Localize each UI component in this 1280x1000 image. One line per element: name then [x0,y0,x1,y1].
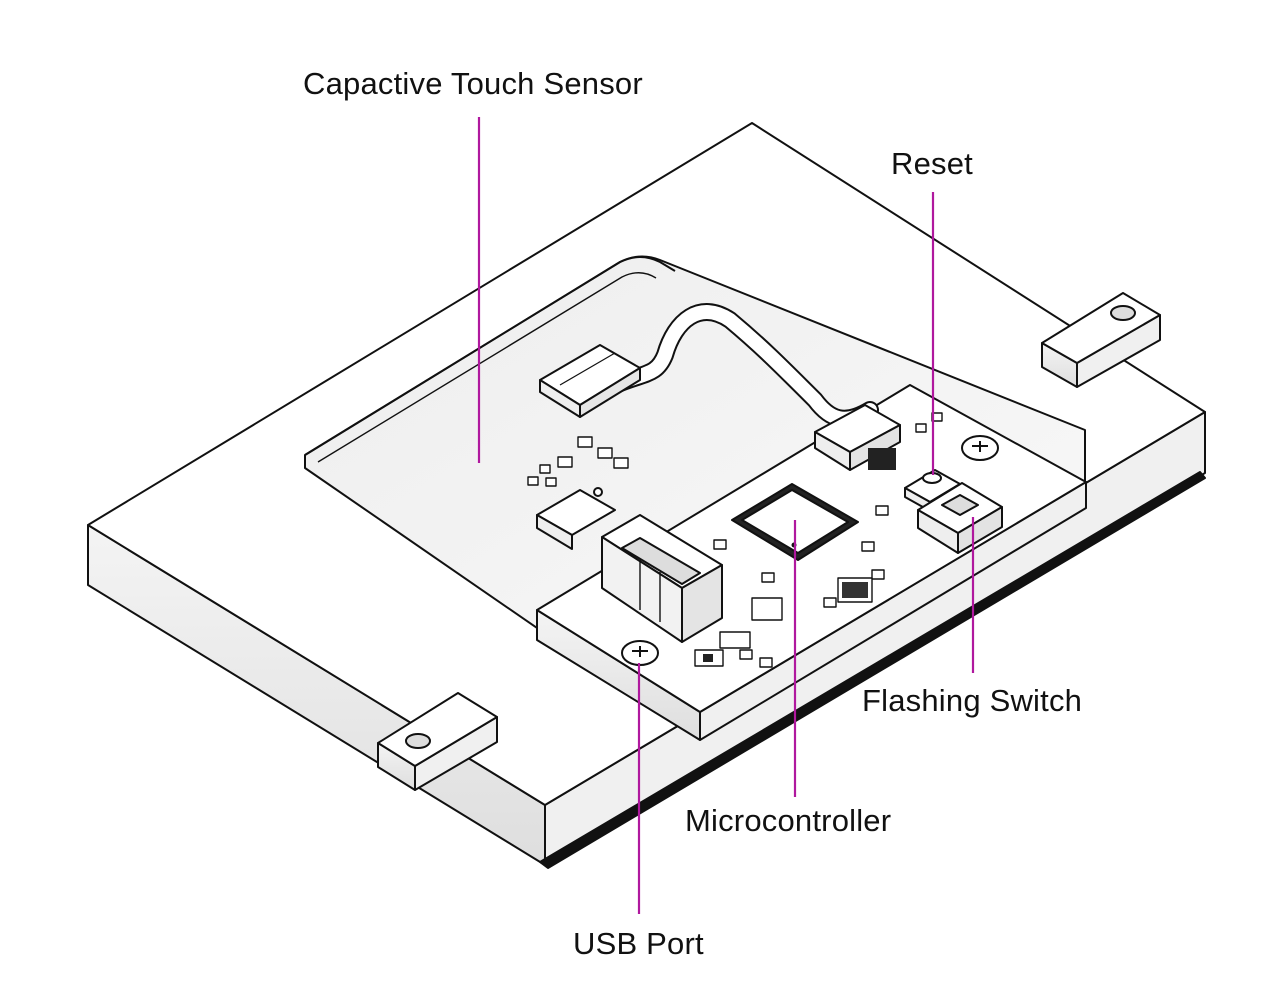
mounting-tab-right [1041,292,1161,388]
leader-lines [477,117,975,914]
label-flashing-switch: Flashing Switch [862,683,1083,718]
smd-components [527,412,943,668]
label-microcontroller: Microcontroller [685,803,892,838]
screw-right [961,435,999,461]
ribbon-connector-sensor [539,344,641,418]
ribbon-connector-board [814,404,901,471]
usb-connector [601,514,723,643]
screw-left [621,640,659,666]
label-capacitive-touch-sensor: Capactive Touch Sensor [303,66,643,101]
sensor-tail-pcb [536,487,616,550]
flashing-switch [917,482,1003,554]
label-usb-port: USB Port [573,926,704,961]
label-reset: Reset [891,146,973,181]
flex-cable [586,303,879,428]
mounting-tab-left [377,692,498,791]
